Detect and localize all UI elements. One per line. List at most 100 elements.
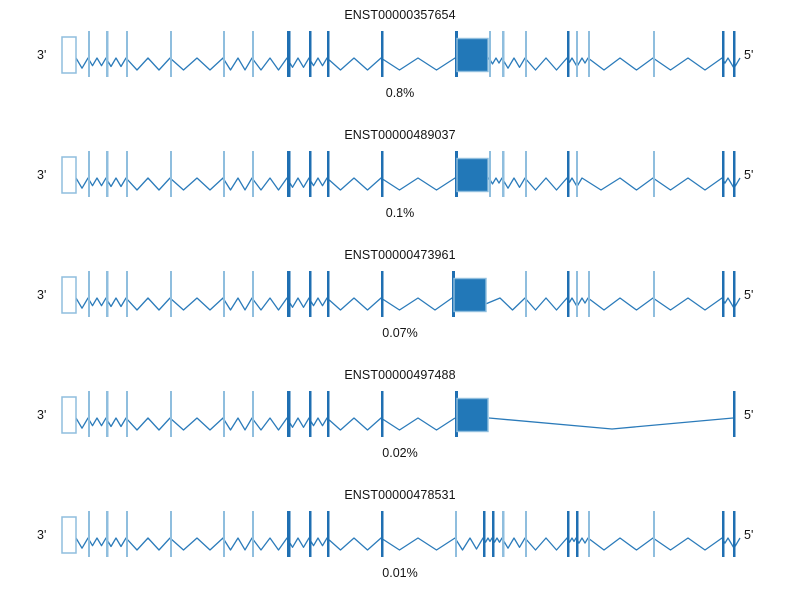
intron-line: [75, 537, 741, 551]
exon-tick: [223, 391, 225, 437]
exon-tick: [483, 511, 486, 557]
exon-tick: [733, 31, 736, 77]
exon-tick: [170, 31, 172, 77]
exon-tick: [252, 151, 254, 197]
utr-box: [61, 156, 77, 194]
exon-tick: [106, 31, 109, 77]
exon-tick: [88, 271, 90, 317]
exon-tick: [327, 271, 330, 317]
exon-tick: [126, 31, 128, 77]
three-prime-end-label: 3': [37, 408, 47, 422]
exon-tick: [309, 511, 312, 557]
exon-tick: [309, 391, 312, 437]
exon-tick: [223, 151, 225, 197]
utr-box: [61, 36, 77, 74]
three-prime-end-label: 3': [37, 528, 47, 542]
exon-tick: [653, 151, 655, 197]
exon-tick: [309, 151, 312, 197]
exon-tick: [576, 31, 578, 77]
transcript-track: [0, 360, 800, 446]
exon-tick: [327, 511, 330, 557]
exon-tick: [252, 271, 254, 317]
exon-block: [456, 37, 489, 73]
utr-box: [61, 276, 77, 314]
exon-tick: [88, 511, 90, 557]
exon-tick: [327, 391, 330, 437]
exon-tick: [489, 151, 491, 197]
exon-tick: [287, 31, 291, 77]
exon-tick: [223, 31, 225, 77]
exon-tick: [381, 511, 384, 557]
exon-tick: [733, 511, 736, 557]
exon-tick: [327, 151, 330, 197]
exon-tick: [576, 151, 578, 197]
exon-block: [453, 277, 487, 313]
exon-tick: [567, 31, 570, 77]
exon-tick: [588, 271, 590, 317]
exon-tick: [653, 511, 655, 557]
exon-tick: [381, 151, 384, 197]
exon-tick: [722, 31, 725, 77]
exon-tick: [170, 391, 172, 437]
exon-tick: [502, 151, 505, 197]
exon-tick: [455, 511, 457, 557]
utr-box: [61, 516, 77, 554]
exon-tick: [106, 511, 109, 557]
exon-tick: [502, 31, 505, 77]
exon-tick: [126, 511, 128, 557]
exon-tick: [88, 31, 90, 77]
exon-tick: [492, 511, 495, 557]
exon-tick: [252, 31, 254, 77]
exon-tick: [489, 31, 491, 77]
transcript-title: ENST00000497488: [344, 368, 456, 382]
five-prime-end-label: 5': [744, 528, 754, 542]
transcript-title: ENST00000473961: [344, 248, 456, 262]
exon-tick: [126, 151, 128, 197]
transcript-percent-label: 0.01%: [382, 566, 418, 580]
exon-tick: [381, 271, 384, 317]
five-prime-end-label: 5': [744, 48, 754, 62]
exon-tick: [525, 511, 527, 557]
exon-tick: [309, 31, 312, 77]
exon-tick: [327, 31, 330, 77]
exon-tick: [126, 271, 128, 317]
intron-line: [75, 297, 741, 311]
exon-tick: [381, 391, 384, 437]
transcript-percent-label: 0.1%: [385, 206, 415, 220]
exon-block: [456, 157, 489, 193]
exon-tick: [287, 391, 291, 437]
exon-tick: [653, 271, 655, 317]
exon-tick: [252, 391, 254, 437]
exon-tick: [525, 31, 527, 77]
three-prime-end-label: 3': [37, 288, 47, 302]
transcript-title: ENST00000357654: [344, 8, 456, 22]
exon-tick: [722, 271, 725, 317]
exon-tick: [106, 391, 109, 437]
exon-tick: [170, 271, 172, 317]
exon-tick: [502, 511, 505, 557]
transcript-track: [0, 120, 800, 206]
five-prime-end-label: 5': [744, 408, 754, 422]
exon-tick: [722, 151, 725, 197]
exon-tick: [223, 511, 225, 557]
exon-tick: [252, 511, 254, 557]
exon-tick: [733, 271, 736, 317]
exon-tick: [576, 511, 579, 557]
exon-tick: [170, 511, 172, 557]
exon-tick: [588, 31, 590, 77]
transcript-title: ENST00000489037: [344, 128, 456, 142]
exon-tick: [567, 511, 570, 557]
exon-tick: [223, 271, 225, 317]
exon-tick: [567, 151, 570, 197]
exon-tick: [88, 391, 90, 437]
transcript-title: ENST00000478531: [344, 488, 456, 502]
intron-line: [75, 57, 741, 71]
transcript-percent-label: 0.07%: [382, 326, 418, 340]
exon-tick: [733, 391, 736, 437]
exon-tick: [309, 271, 312, 317]
exon-tick: [653, 31, 655, 77]
